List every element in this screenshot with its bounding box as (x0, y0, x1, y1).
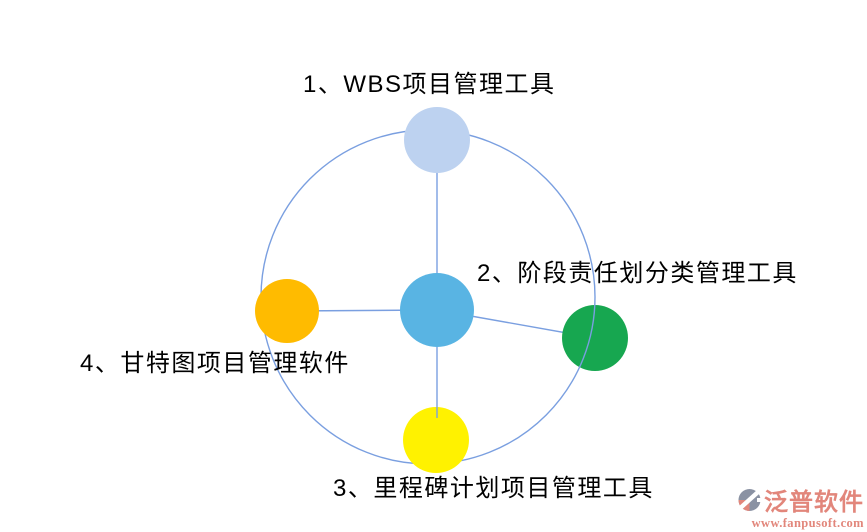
node-label-wbs: 1、WBS项目管理工具 (303, 71, 556, 98)
fanpu-logo-icon (738, 487, 762, 512)
watermark-url-text: www.fanpusoft.com (751, 516, 864, 530)
node-circle-gantt (255, 279, 319, 343)
node-label-stage: 2、阶段责任划分类管理工具 (477, 260, 798, 287)
node-circle-stage (562, 305, 628, 371)
node-circle-milestone (403, 407, 469, 473)
hub-circle (400, 273, 474, 347)
node-label-gantt: 4、甘特图项目管理软件 (80, 350, 350, 377)
logo-slash (738, 487, 762, 512)
node-label-milestone: 3、里程碑计划项目管理工具 (333, 475, 654, 502)
logo-notch (757, 498, 762, 502)
watermark: 泛普软件 www.fanpusoft.com (738, 482, 864, 531)
watermark-brand-text: 泛普软件 (764, 490, 864, 516)
node-circle-wbs (404, 107, 470, 173)
